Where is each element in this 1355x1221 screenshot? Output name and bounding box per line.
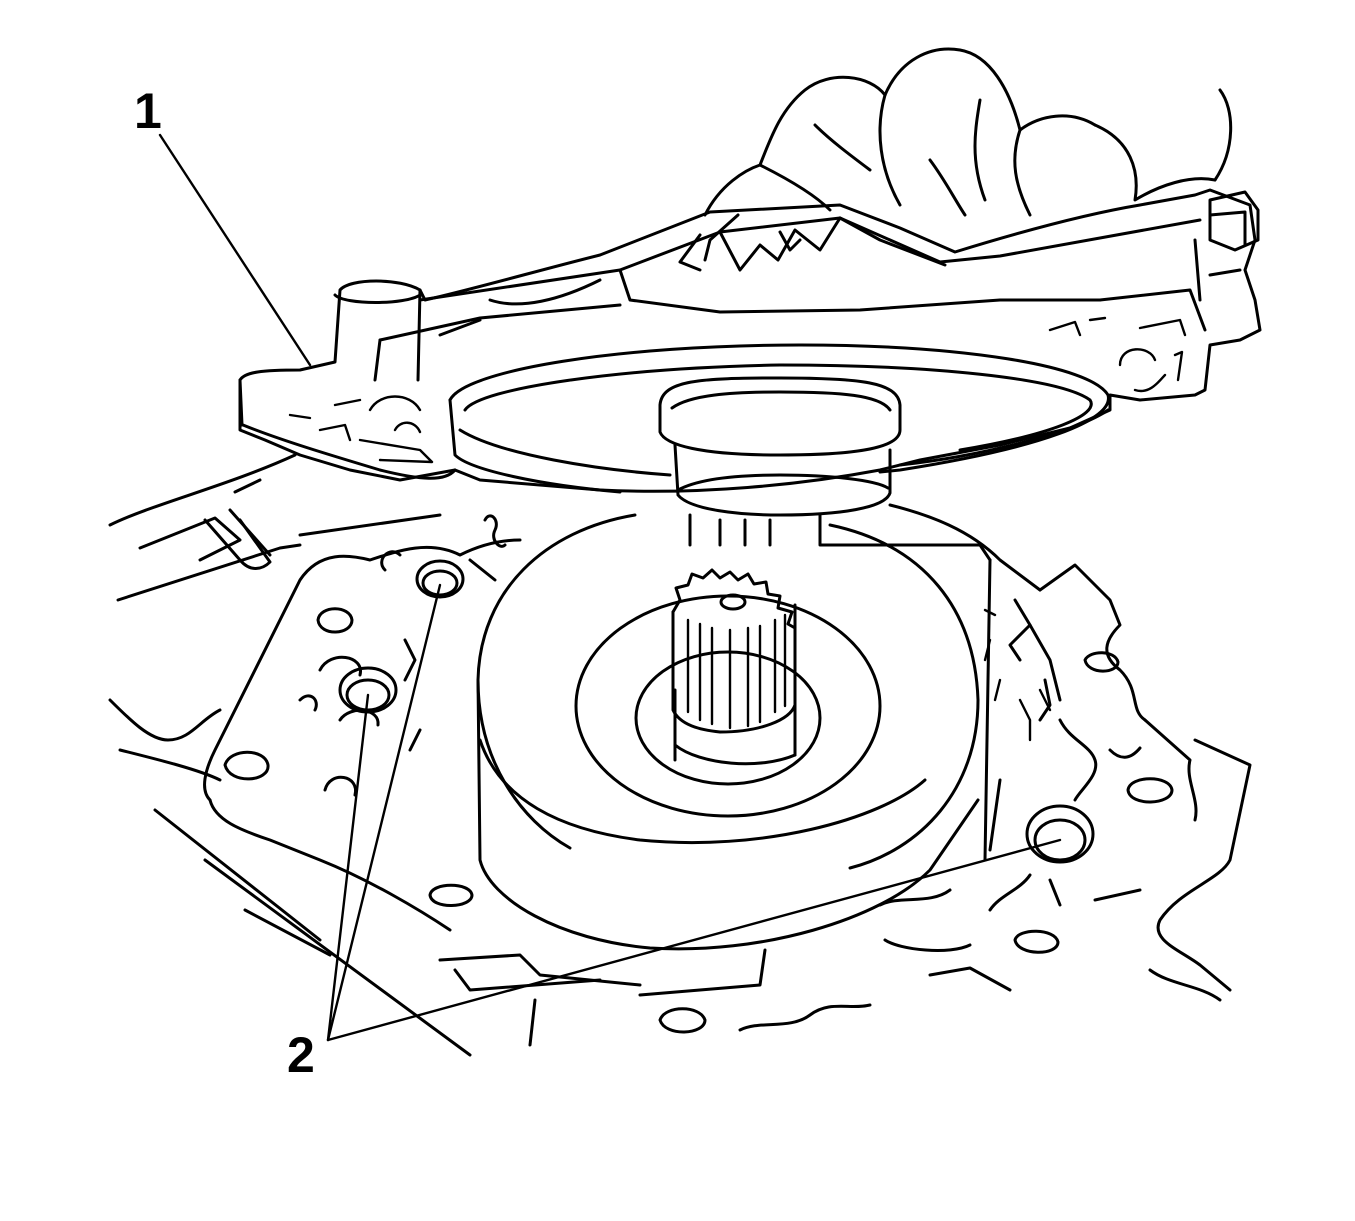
leader-lines — [158, 133, 1062, 1042]
leader-line-2c — [326, 838, 1062, 1042]
pump-drum — [468, 513, 980, 951]
leader-line-1 — [158, 133, 312, 367]
leader-line-2b — [326, 693, 370, 1042]
transmission-case — [108, 453, 1252, 1057]
bolt-holes — [338, 559, 1095, 864]
callout-label-2: 2 — [287, 1027, 315, 1083]
hand-illustration — [703, 47, 1233, 217]
leader-line-2a — [326, 583, 442, 1042]
pump-cover — [238, 188, 1262, 517]
callout-label-1: 1 — [134, 83, 162, 139]
